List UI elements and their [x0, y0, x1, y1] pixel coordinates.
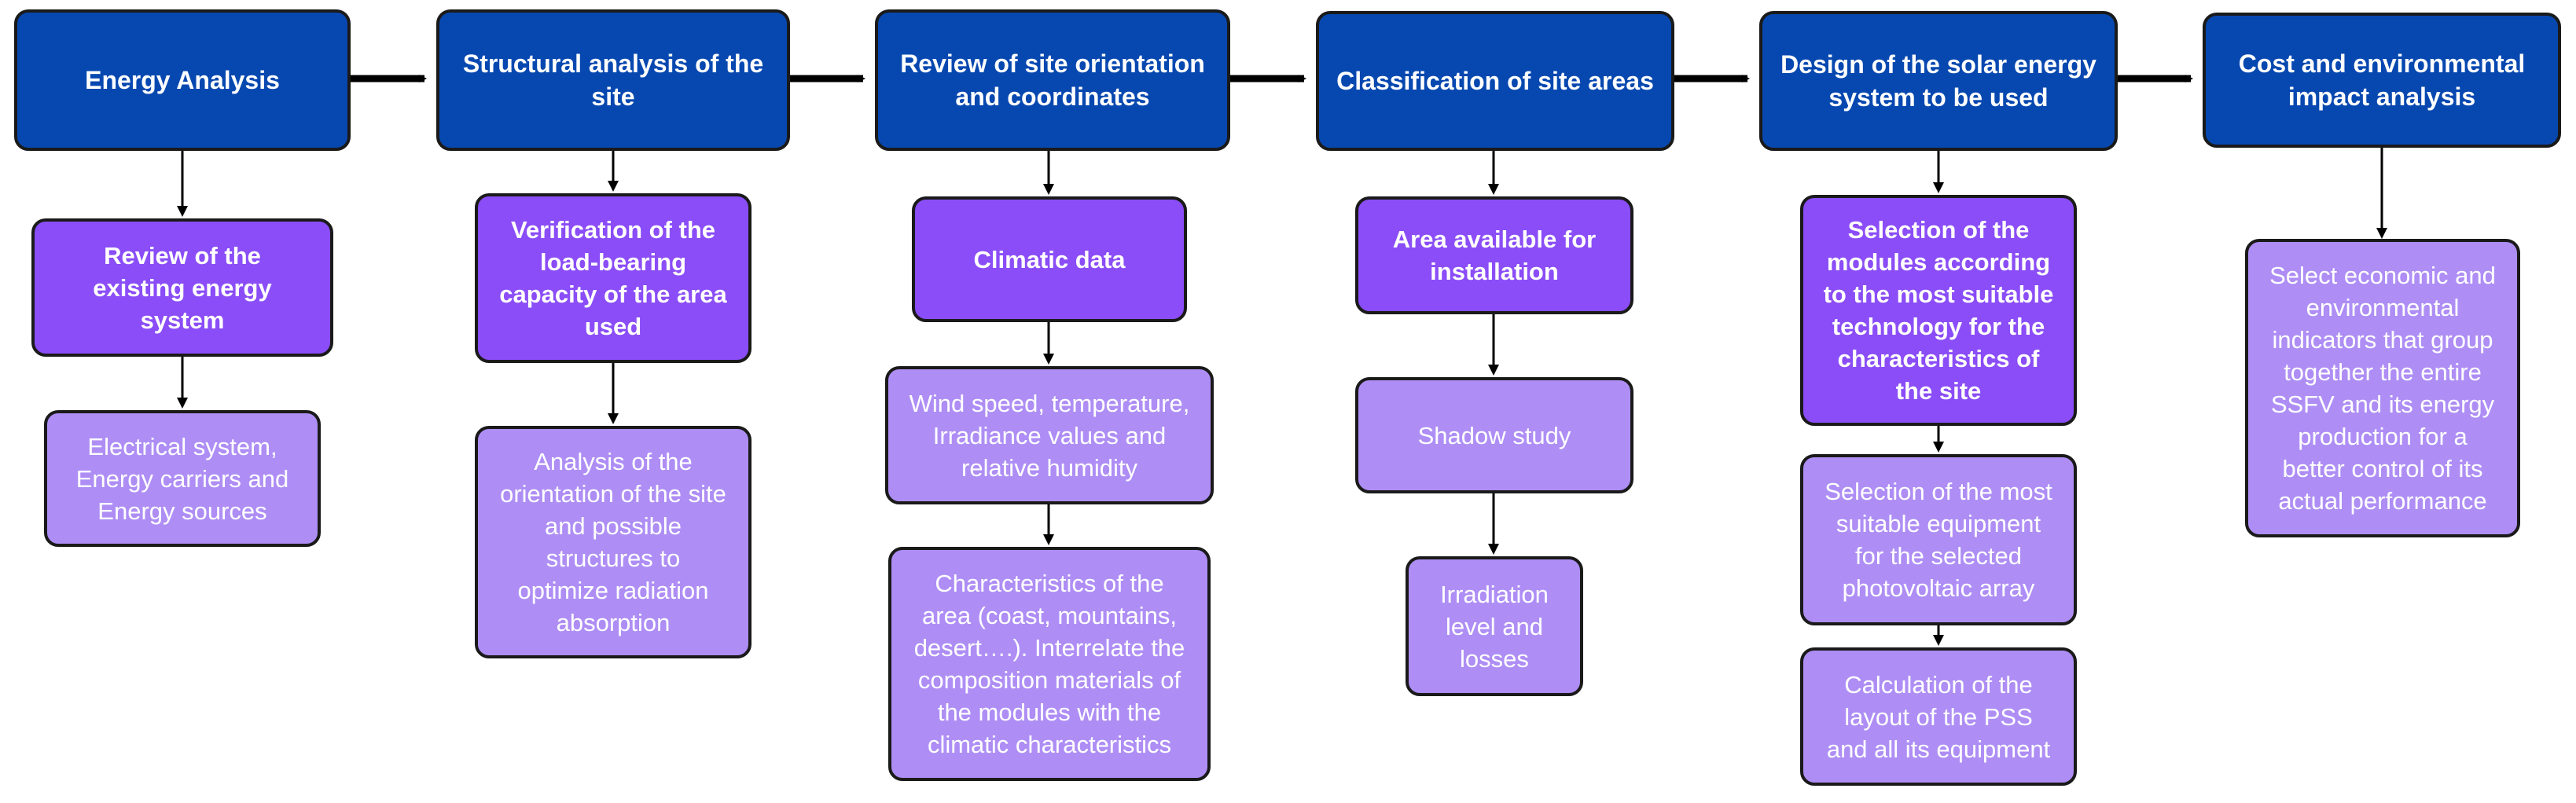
step-select-economic-indicators: Select economic and environmental indica…: [2245, 239, 2520, 537]
header-cost-environmental-impact-label: Cost and environmental impact analysis: [2238, 50, 2526, 111]
step-area-characteristics-label: Characteristics of the area (coast, moun…: [913, 570, 1185, 758]
step-area-available-installation-label: Area available for installation: [1392, 226, 1597, 285]
step-analysis-orientation-structures-label: Analysis of the orientation of the site …: [500, 448, 726, 636]
step-verification-load-bearing: Verification of the load-bearing capacit…: [475, 193, 751, 363]
step-review-existing-energy-system: Review of the existing energy system: [31, 218, 333, 357]
step-irradiation-level-losses-label: Irradiation level and losses: [1440, 580, 1549, 673]
step-selection-modules-technology-label: Selection of the modules according to th…: [1823, 216, 2054, 405]
header-cost-environmental-impact: Cost and environmental impact analysis: [2203, 13, 2561, 148]
header-site-orientation-label: Review of site orientation and coordinat…: [900, 50, 1205, 111]
header-design-solar-system-label: Design of the solar energy system to be …: [1780, 50, 2096, 112]
step-calculation-layout-pss-label: Calculation of the layout of the PSS and…: [1826, 670, 2051, 763]
step-select-economic-indicators-label: Select economic and environmental indica…: [2269, 262, 2496, 515]
step-climatic-data-label: Climatic data: [973, 245, 1126, 273]
step-calculation-layout-pss: Calculation of the layout of the PSS and…: [1800, 647, 2077, 786]
step-selection-suitable-equipment: Selection of the most suitable equipment…: [1800, 454, 2077, 625]
step-wind-speed-temperature-label: Wind speed, temperature, Irradiance valu…: [909, 389, 1190, 482]
step-shadow-study-label: Shadow study: [1417, 421, 1571, 449]
header-classification-site-areas: Classification of site areas: [1316, 11, 1674, 151]
step-irradiation-level-losses: Irradiation level and losses: [1406, 556, 1583, 696]
step-shadow-study: Shadow study: [1355, 377, 1633, 493]
step-selection-modules-technology: Selection of the modules according to th…: [1800, 195, 2077, 426]
header-energy-analysis: Energy Analysis: [14, 9, 351, 151]
header-classification-site-areas-label: Classification of site areas: [1336, 67, 1654, 95]
header-energy-analysis-label: Energy Analysis: [85, 66, 280, 94]
step-area-available-installation: Area available for installation: [1355, 196, 1633, 314]
step-area-characteristics: Characteristics of the area (coast, moun…: [888, 547, 1211, 781]
step-electrical-system-energy-carriers-label: Electrical system, Energy carriers and E…: [75, 432, 289, 525]
header-structural-analysis-label: Structural analysis of the site: [462, 50, 764, 111]
step-analysis-orientation-structures: Analysis of the orientation of the site …: [475, 426, 751, 658]
header-design-solar-system: Design of the solar energy system to be …: [1759, 11, 2118, 151]
header-site-orientation: Review of site orientation and coordinat…: [875, 9, 1230, 151]
vertical-arrows: [177, 148, 2387, 646]
step-verification-load-bearing-label: Verification of the load-bearing capacit…: [499, 216, 727, 340]
step-wind-speed-temperature: Wind speed, temperature, Irradiance valu…: [885, 366, 1214, 504]
header-structural-analysis: Structural analysis of the site: [436, 9, 790, 151]
step-selection-suitable-equipment-label: Selection of the most suitable equipment…: [1825, 478, 2052, 602]
step-climatic-data: Climatic data: [912, 196, 1187, 322]
step-electrical-system-energy-carriers: Electrical system, Energy carriers and E…: [44, 410, 321, 547]
step-review-existing-energy-system-label: Review of the existing energy system: [93, 241, 272, 334]
